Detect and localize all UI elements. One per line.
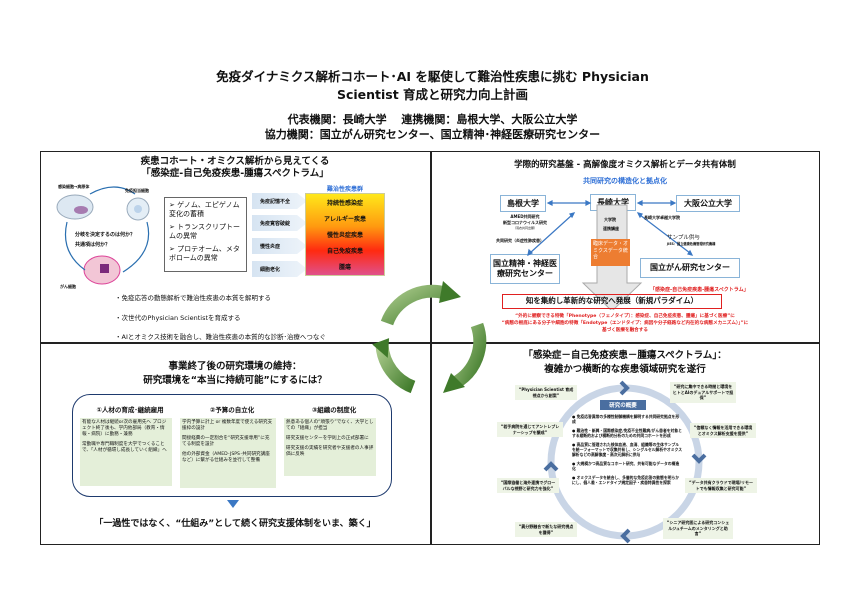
org-line1: 代表機関：長崎大学 連携機関：島根大学、大阪公立大学 (287, 113, 578, 126)
inst-shimane: 島根大学 (500, 195, 546, 212)
q1-bullet: ・次世代のPhysician Scientistを育成する (115, 314, 241, 322)
satellite-note: “データ共有クラウドで現場/リモートでも情報収集と研究可能” (685, 478, 757, 493)
inst-osaka: 大阪公立大学 (676, 195, 740, 212)
inst-ncc: 国立がん研究センター (640, 258, 740, 278)
note-osaka: 長崎大学卓越大学院 (644, 215, 680, 220)
disease-item: アレルギー疾患 (323, 215, 366, 223)
omics-item: ➢ プロテオーム、メタボロームの異常 (169, 245, 240, 262)
column-body: 熱意ある個人の“頑張り”でなく、大学としての「組織」が担当研究支援センターを学則… (284, 418, 376, 476)
column-head: ③組織の制度化 (311, 406, 357, 414)
q1-bullet: ・免疫応答の動態解析で難治性疾患の本質を解明する (115, 294, 271, 302)
mechanism-arrow: 慢性炎症 (252, 238, 307, 254)
q2-title: 学際的研究基盤 - 高解像度オミクス解析とデータ共有体制 (514, 160, 736, 170)
cycle-arrows-icon (372, 281, 487, 394)
note-covid: 新型コロナウイルス研究 (503, 220, 547, 225)
omics-box: ➢ ゲノム、エピゲノム変化の蓄積 ➢ トランスクリプトームの異常 ➢ プロテオー… (164, 197, 247, 272)
chevron-right-icon (619, 380, 630, 396)
org-line2: 協力機関：国立がん研究センター、国立精神･神経医療研究センター (264, 128, 601, 141)
inst-ncnp: 国立精神・神経医療研究センター (490, 254, 560, 284)
chevron-down-icon (691, 453, 707, 464)
satellite-note: “信頼なく情報を活用できる環境とオミクス解析支援を提供” (690, 423, 756, 438)
q4-title2: 複雑かつ横断的な疾患領域研究を遂行 (544, 364, 706, 375)
column-head: ①人材の育成･継続雇用 (96, 406, 164, 414)
q3-title2: 研究環境を“本当に持続可能”にするには？ (143, 375, 327, 386)
page-title-line1: 免疫ダイナミクス解析コホート･AI を駆使して難治性疾患に挑む Physicia… (216, 69, 649, 84)
q1-bullet: ・AIとオミクス技術を融合し、難治性疾患の本質的な診断･治療へつなぐ (115, 333, 326, 341)
cell-question-1: 分岐を決定するのは何か？ (75, 232, 136, 238)
note-sample: サンプル供与 (667, 235, 700, 241)
overview-list: ● 免疫応答異常の多様性制御機構を解明する共同研究拠点を形成 ● 難治性・新興・… (572, 414, 682, 485)
chevron-up-icon (543, 461, 559, 472)
note-covid-sub: （羽衣共同出願） (512, 226, 537, 230)
overview-item: ● オミクスデータを統合し、多層的な免疫応答の動態を明らかにし、個人差・エンドタ… (572, 475, 680, 485)
q3-title1: 事業終了後の研究環境の維持： (168, 361, 302, 372)
infected-cell-icon (56, 194, 94, 220)
overview-item: ● 高品質に管理された検体血液、血清、組織等の生体サンプルを統一フォーマットで収… (572, 442, 682, 457)
disease-item: 持続性感染症 (326, 199, 363, 207)
data-integration-box: 臨床データ・オミクスデータ統合 (591, 239, 630, 266)
note-joint-course: 連携講座 (603, 226, 619, 231)
omics-item: ➢ トランスクリプトームの異常 (169, 223, 240, 240)
paradigm-box: 知を集約し革新的な研究へ発展（新規パラダイム） (502, 294, 722, 309)
satellite-note: “異分野融合で新たな研究視点を獲得” (515, 522, 577, 537)
disease-item: 慢性炎症疾患 (326, 231, 363, 239)
red-note-line: “病態の根底にある分子や細胞の特徴「Endotype（エンドタイプ：病因や分子経… (501, 321, 749, 326)
satellite-note: “シニア研究医による研究コンシェルジュチームのメンタリングと助言” (663, 518, 733, 539)
chevron-left-icon (620, 528, 631, 544)
satellite-note: “若手病院を通じてアントレプレナーシップを醸成” (497, 422, 563, 437)
note-graduate-school: 大学院 (604, 217, 616, 222)
column-body: 学内予算に計上 or 複数年度で使える研究支援枠の設計間接経費の一定割合を“研究… (180, 418, 276, 488)
omics-item: ➢ ゲノム、エピゲノム変化の蓄積 (169, 201, 240, 218)
cell-label-immune: 免疫担当細胞 (125, 188, 149, 193)
cell-question-2: 共通項は何か？ (75, 242, 111, 248)
disease-item: 腫瘍 (338, 264, 351, 272)
pathogen-icon (74, 206, 88, 214)
page-title-line2: Scientist 育成と研究力向上計画 (336, 87, 529, 102)
red-note-line: 基づく医療を融合する (602, 328, 648, 333)
note-amed: AMED共同研究 (510, 214, 540, 219)
mechanism-arrow: 免疫記憶不全 (252, 193, 307, 209)
satellite-note: “Physician Scientist 育成視点から創案” (515, 385, 577, 400)
overview-item: ● 免疫応答異常の多様性制御機構を解明する共同研究拠点を形成 (572, 414, 680, 424)
satellite-note: “国際協働と海外連携でグローバルな視野と研究力を強化” (497, 478, 559, 493)
cell-cycle-diagram (56, 186, 150, 285)
mechanism-arrow: 細胞老化 (252, 261, 307, 277)
overview-item: ● 大規模かつ高品質なコホート研究、共有可能なデータの構造化 (572, 461, 680, 471)
q1-title1: 疾患コホート・オミクス解析から見えてくる (140, 156, 330, 167)
satellite-note: “研究に集中できる時間と環境をヒトとAIのデュアルサポートで担保” (670, 382, 736, 403)
divider-vertical (430, 151, 432, 545)
q3-conclusion: 「一過性ではなく、“仕組み”として続く研究支援体制をいま、築く」 (94, 519, 376, 529)
disease-item: 自己免疫疾患 (326, 248, 363, 256)
red-note-line: “外的に観察できる特徴「Phenotype（フェノタイプ）：感染症、自己免疫疾患… (515, 314, 735, 319)
column-body: 有能な人材は継続or次の雇用先へ プロジェクト終了後も、学内他部局（教育・情報・… (80, 418, 172, 486)
column-head: ②予算の自立化 (209, 406, 255, 414)
divider-horizontal (40, 342, 820, 344)
note-joint-research: 共同研究（炎症性肺疾患） (496, 238, 544, 243)
overview-item: ● 難治性・新興・国際感染症/免疫不全性難病/がん患者を対象とする縦断的および横… (572, 428, 682, 438)
down-arrow-icon (227, 500, 239, 508)
disease-spectrum: 持続性感染症 アレルギー疾患 慢性炎症疾患 自己免疫疾患 腫瘍 (305, 193, 385, 276)
note-jies: JIES：国立健康危機管理研究機構 (667, 242, 716, 246)
cell-label-cancer: がん細胞 (60, 284, 76, 289)
research-cycle-ring (543, 380, 707, 544)
spectrum-label: 「感染症-自己免疫疾患-腫瘍スペクトラム」 (650, 287, 749, 293)
cell-label-infected: 感染細胞→病原体 (58, 184, 90, 189)
disease-group-header: 難治性疾患群 (326, 186, 363, 193)
overview-label: 研究の概要 (600, 400, 646, 410)
q1-title2: 「感染症-自己免疫疾患-腫瘍スペクトラム」 (141, 168, 329, 179)
q2-subtitle: 共同研究の構造化と拠点化 (583, 177, 667, 185)
sustainability-box (72, 394, 392, 497)
mechanism-arrow: 免疫寛容破綻 (252, 215, 307, 231)
q4-title1: 「感染症－自己免疫疾患－腫瘍スペクトラム」： (523, 350, 727, 361)
